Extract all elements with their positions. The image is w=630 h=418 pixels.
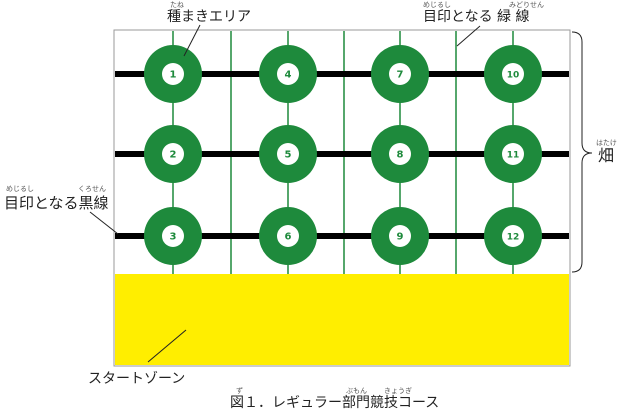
- seed-spot-center: [389, 63, 411, 85]
- seed-spot-center: [162, 63, 184, 85]
- caption-ruby-zu: ず: [236, 387, 243, 395]
- field-label: 畑: [598, 146, 615, 165]
- start-zone-label: スタートゾーン: [88, 371, 186, 387]
- field-ruby: はたけ: [596, 139, 617, 147]
- black-line-label: 目印となる黒線: [4, 194, 109, 212]
- seed-area-leader: [183, 24, 201, 57]
- start-zone-leader: [147, 329, 187, 363]
- seed-spot: 9: [371, 207, 429, 265]
- seed-spot: 3: [144, 207, 202, 265]
- seed-spot-center: [162, 143, 184, 165]
- green-line-leader: [456, 25, 481, 47]
- seed-spot-number: 11: [507, 151, 520, 161]
- seed-spot: 4: [259, 45, 317, 103]
- field-bracket: [571, 31, 593, 273]
- seed-spot-number: 1: [170, 70, 177, 81]
- green-line-ruby-mejirushi: めじるし: [423, 1, 451, 9]
- seed-spot-number: 5: [285, 150, 292, 161]
- seed-area-label: 種まきエリア: [167, 9, 251, 25]
- seed-spot-center: [162, 225, 184, 247]
- green-line-ruby-midorisen: みどりせん: [509, 1, 544, 9]
- seed-spot-number: 8: [397, 150, 404, 161]
- seed-spot: 10: [484, 45, 542, 103]
- seed-spot-number: 4: [285, 70, 292, 81]
- figure-caption: 図１．レギュラー部門競技コース: [230, 395, 440, 411]
- seed-spot: 7: [371, 45, 429, 103]
- seed-spot-number: 2: [170, 150, 177, 161]
- seed-spot-center: [277, 143, 299, 165]
- seed-spot-center: [389, 143, 411, 165]
- seed-spot: 5: [259, 125, 317, 183]
- black-line-ruby-mejirushi: めじるし: [6, 185, 34, 193]
- seed-area-ruby: たね: [170, 1, 184, 9]
- seed-spot: 1: [144, 45, 202, 103]
- seed-spot-center: [502, 143, 524, 165]
- seed-spot-number: 3: [170, 232, 177, 243]
- seed-spot-number: 12: [507, 233, 520, 243]
- seed-spot: 2: [144, 125, 202, 183]
- start-zone: [115, 274, 569, 365]
- green-line-label: 目印となる 緑 線: [423, 9, 530, 25]
- caption-ruby-bumon: ぶもん: [346, 387, 367, 395]
- seed-spot-number: 7: [397, 70, 404, 81]
- seed-spot: 11: [484, 125, 542, 183]
- caption-ruby-kyougi: きょうぎ: [384, 387, 412, 395]
- seed-spot-center: [277, 63, 299, 85]
- leader-lines: [89, 24, 593, 363]
- seed-spot-center: [277, 225, 299, 247]
- seed-spot-number: 10: [507, 71, 520, 81]
- seed-spot-center: [389, 225, 411, 247]
- seed-spot: 6: [259, 207, 317, 265]
- black-line-leader: [89, 211, 119, 235]
- field-border: [113, 29, 571, 367]
- black-line-ruby-kurosen: くろせん: [78, 185, 106, 193]
- seed-spot: 8: [371, 125, 429, 183]
- seed-spot: 12: [484, 207, 542, 265]
- seed-spot-center: [502, 225, 524, 247]
- seed-spot-number: 9: [397, 232, 404, 243]
- seed-spot-center: [502, 63, 524, 85]
- seed-spot-number: 6: [285, 232, 292, 243]
